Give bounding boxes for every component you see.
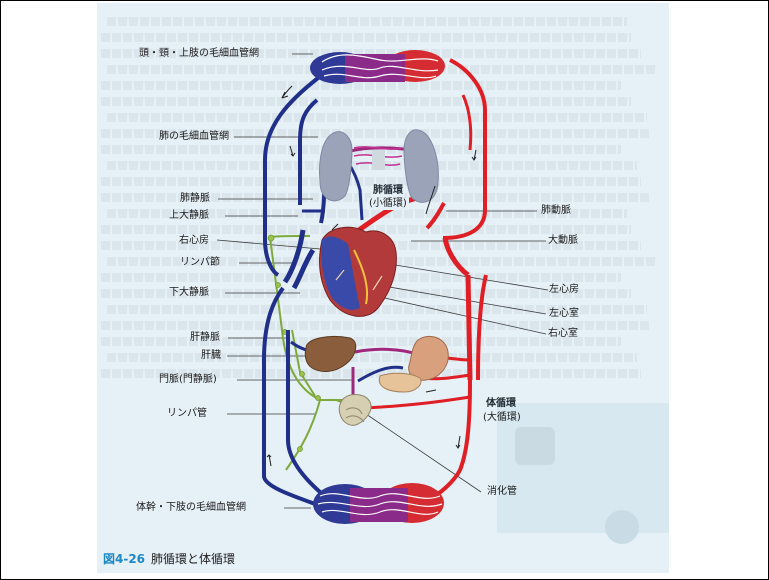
label-capillary-lung: 肺の毛細血管網 — [159, 131, 229, 143]
label-lymph-node: リンパ節 — [180, 257, 220, 269]
label-left-atrium: 左心房 — [549, 284, 579, 296]
pulmonary-circulation-subtitle: (小循環) — [367, 198, 409, 210]
label-pulmonary-vein: 肺静脈 — [180, 193, 210, 205]
label-capillary-head: 頭・頸・上肢の毛細血管網 — [139, 48, 259, 60]
figure-caption: 図4-26 肺循環と体循環 — [103, 550, 235, 567]
liver-shape — [305, 336, 356, 371]
label-hepatic-vein: 肝静脈 — [190, 332, 220, 344]
systemic-circulation-subtitle: (大循環) — [483, 412, 521, 424]
trunk-capillary-network — [313, 483, 444, 524]
label-capillary-trunk: 体幹・下肢の毛細血管網 — [136, 502, 246, 514]
label-pulmonary-artery: 肺動脈 — [541, 205, 571, 217]
label-digestive-tract: 消化管 — [487, 486, 517, 498]
figure-number: 図4-26 — [103, 552, 145, 566]
intestine-shape — [339, 395, 371, 426]
systemic-circulation-title: 体循環 — [486, 398, 516, 410]
label-superior-vena-cava: 上大静脈 — [169, 210, 209, 222]
head-capillary-network — [310, 50, 445, 84]
pancreas-shape — [379, 373, 421, 392]
pulmonary-circulation-title: 肺循環 — [371, 185, 405, 197]
label-right-ventricle: 右心室 — [548, 328, 578, 340]
label-liver: 肝臓 — [201, 350, 221, 362]
label-left-ventricle: 左心室 — [549, 308, 579, 320]
label-inferior-vena-cava: 下大静脈 — [169, 287, 209, 299]
heart — [320, 227, 397, 316]
figure-title: 肺循環と体循環 — [151, 552, 235, 566]
label-lymph-duct: リンパ管 — [167, 408, 207, 420]
label-aorta: 大動脈 — [548, 235, 578, 247]
label-portal-vein: 門脈(門静脈) — [159, 374, 217, 386]
stomach-shape — [409, 336, 448, 380]
label-right-atrium: 右心房 — [179, 235, 209, 247]
